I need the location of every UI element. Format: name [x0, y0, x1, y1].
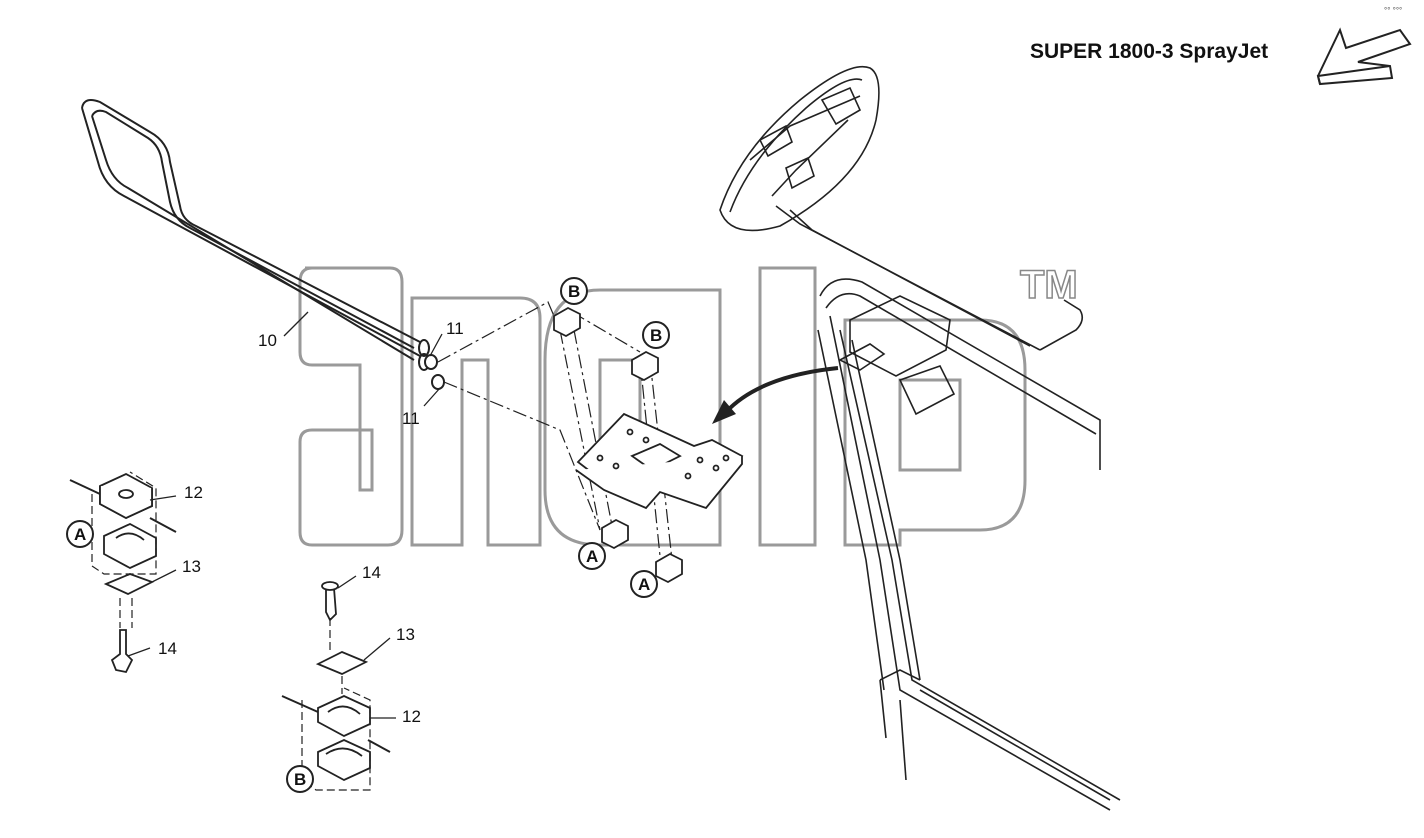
diagram-title: SUPER 1800-3 SprayJet [1030, 40, 1269, 63]
detail-ref-b-top1: B [568, 282, 580, 301]
callout-part-12-right: 12 [402, 707, 421, 726]
machine-structure [719, 65, 1121, 811]
callout-part-14-left: 14 [158, 639, 177, 658]
leader-lines [127, 311, 443, 719]
curved-arrow-icon [712, 366, 839, 424]
callout-part-10: 10 [258, 331, 277, 350]
trademark-mark: TM [1020, 263, 1078, 307]
callout-part-13-right: 13 [396, 625, 415, 644]
corner-mark: °° °°° [1384, 6, 1403, 15]
detail-ref-b-top2: B [650, 326, 662, 345]
mounting-plate [575, 412, 744, 510]
clamp-blocks [553, 306, 683, 584]
callout-part-13-left: 13 [182, 557, 201, 576]
detail-ref-a-left: A [74, 525, 86, 544]
detail-ref-a-mid1: A [586, 547, 598, 566]
callout-part-12-left: 12 [184, 483, 203, 502]
detail-ref-markers [66, 277, 670, 793]
clamp-group-b-axis [281, 695, 391, 753]
detail-ref-b-bottom: B [294, 770, 306, 789]
clamp-group-b [315, 581, 371, 782]
callout-part-11-lower: 11 [402, 409, 420, 428]
clamp-group-a-guides [91, 471, 157, 628]
direction-arrow-icon [1316, 27, 1412, 86]
callout-part-11-upper: 11 [446, 319, 464, 338]
mounting-handle-frame [81, 99, 430, 371]
clamp-group-a-axis [69, 479, 177, 533]
callout-part-14-right: 14 [362, 563, 381, 582]
clamp-group-a [99, 472, 157, 674]
detail-ref-a-mid2: A [638, 575, 650, 594]
